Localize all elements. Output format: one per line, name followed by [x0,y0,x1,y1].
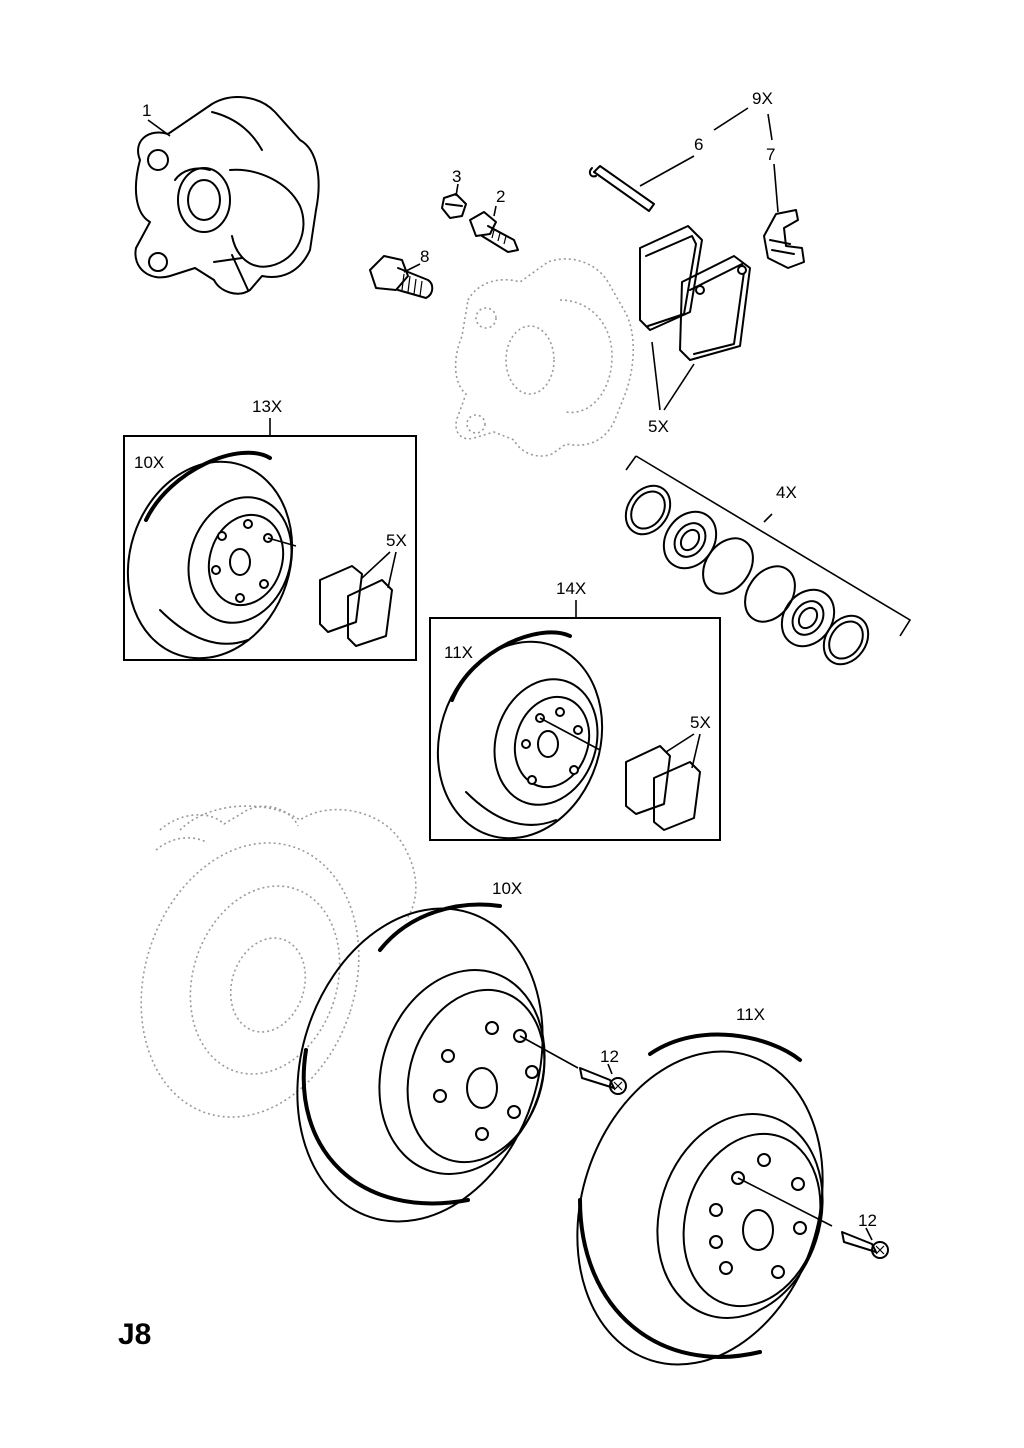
brake-caliper-part [134,96,320,295]
callout-5x-top: 5X [648,417,669,436]
callout-10x-box: 10X [134,453,164,472]
brake-disc-10x-large [296,902,546,1223]
page-code: J8 [118,1318,151,1351]
callout-2: 2 [496,187,505,206]
callout-9x: 9X [752,89,773,108]
caliper-bolt-part [369,255,434,299]
callout-12-lower: 12 [858,1211,877,1230]
callout-11x-large: 11X [736,1005,765,1024]
callout-3: 3 [452,167,461,186]
spring-clip-part [763,209,805,269]
callout-14x: 14X [556,579,586,598]
disc-screw-10x [579,1067,627,1095]
callout-5x-box-13x: 5X [386,531,407,550]
callout-4x: 4X [776,483,797,502]
kit-box-14x [429,617,721,841]
brake-pad-set-top [639,225,751,361]
callout-12-upper: 12 [600,1047,619,1066]
guide-pin-part [588,165,655,212]
callout-1: 1 [142,101,151,120]
callout-labels: 1 2 3 4X 5X 6 7 8 9X 13X 10X 5X 14X 11X … [118,89,877,1351]
callout-8: 8 [420,247,429,266]
bleed-cap-part [441,193,467,219]
caliper-ghost-outline [454,258,635,457]
backing-plate-ghost-outline [140,805,417,1118]
bleed-screw-part [469,211,519,253]
seal-kit-rings [624,484,870,666]
callout-13x: 13X [252,397,282,416]
callout-6: 6 [694,135,703,154]
brake-disc-11x-large [576,1032,824,1366]
callout-7: 7 [766,145,775,164]
callout-10x-large: 10X [492,879,522,898]
disc-screw-11x [841,1231,889,1259]
callout-11x-box: 11X [444,643,473,662]
callout-5x-box-14x: 5X [690,713,711,732]
leader-lines [147,107,912,1241]
kit-box-13x [123,435,417,661]
